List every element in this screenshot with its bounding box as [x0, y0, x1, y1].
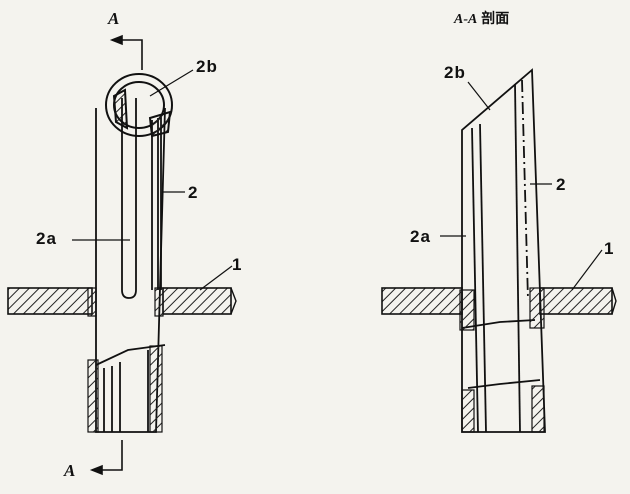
label-right-1: 1 — [604, 239, 615, 258]
label-right-2: 2 — [556, 175, 567, 194]
plate-right — [381, 287, 617, 315]
slot-left — [121, 98, 137, 299]
pipe-right — [461, 68, 546, 433]
leader-lines-right — [440, 81, 603, 291]
label-left-2b: 2b — [196, 57, 218, 76]
section-mark-bottom: A — [64, 461, 77, 480]
leader-lines-left — [72, 69, 233, 291]
section-arrow-bottom — [89, 440, 123, 476]
left-view — [7, 34, 237, 476]
label-right-2a: 2a — [410, 227, 431, 246]
right-view — [381, 68, 617, 433]
pipe-wall-left — [87, 359, 99, 433]
section-title-mark: A-A — [454, 12, 478, 27]
section-arrow-top — [109, 34, 143, 70]
label-left-2a: 2a — [36, 229, 57, 248]
label-left-2: 2 — [188, 183, 199, 202]
label-left-1: 1 — [232, 255, 243, 274]
section-mark-top: A — [108, 9, 121, 28]
cap-ring-left — [105, 73, 173, 138]
label-right-2b: 2b — [444, 63, 466, 82]
pipe-left — [95, 107, 166, 433]
section-title-text: 剖面 — [481, 10, 510, 26]
pipe-wall-right — [149, 345, 163, 433]
section-title: A-A 剖面 — [454, 8, 509, 28]
plate-left — [7, 287, 237, 315]
